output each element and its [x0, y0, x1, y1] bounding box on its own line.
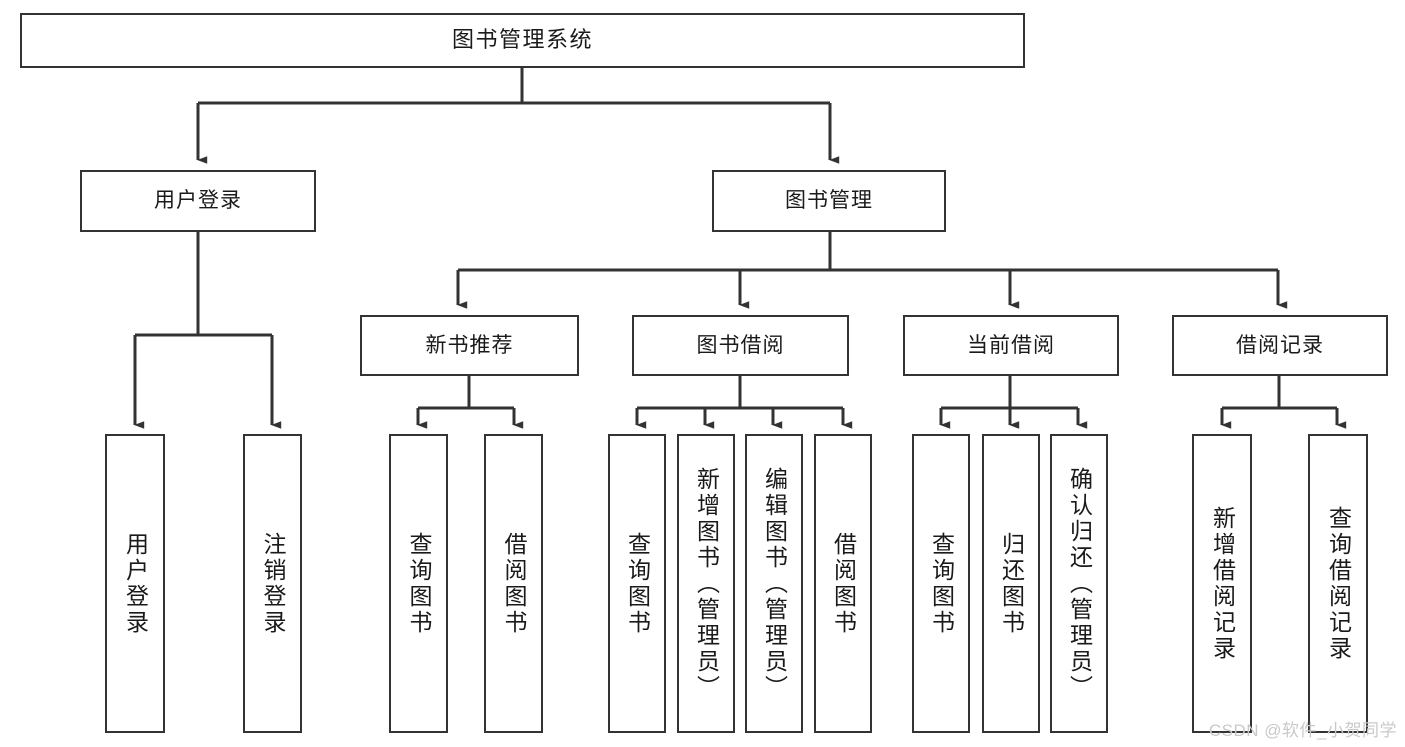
node-borrow-record[interactable]: 借阅记录 — [1172, 315, 1388, 376]
node-root-system[interactable]: 图书管理系统 — [20, 13, 1025, 68]
leaf-return-book[interactable]: 归还图书 — [982, 434, 1040, 733]
leaf-borrow-book-2[interactable]: 借阅图书 — [814, 434, 872, 733]
node-label: 新增借阅记录 — [1209, 505, 1236, 662]
watermark-text: CSDN @软件_小贺同学 — [1208, 721, 1397, 740]
node-label: 用户登录 — [122, 531, 149, 636]
leaf-query-book-3[interactable]: 查询图书 — [912, 434, 970, 733]
leaf-logout-login[interactable]: 注销登录 — [243, 434, 302, 733]
node-label: 借阅图书 — [501, 531, 527, 636]
node-label: 归还图书 — [998, 531, 1025, 636]
node-book-borrow[interactable]: 图书借阅 — [632, 315, 849, 376]
node-label: 新书推荐 — [425, 333, 514, 357]
leaf-borrow-book-1[interactable]: 借阅图书 — [484, 434, 543, 733]
leaf-add-record[interactable]: 新增借阅记录 — [1192, 434, 1252, 733]
node-current-borrow[interactable]: 当前借阅 — [903, 315, 1119, 376]
node-label: 图书借阅 — [696, 333, 785, 357]
node-label: 借阅记录 — [1236, 333, 1324, 357]
node-new-book-recommend[interactable]: 新书推荐 — [360, 315, 579, 376]
leaf-user-login[interactable]: 用户登录 — [105, 434, 165, 733]
node-label: 确认归还（管理员） — [1066, 466, 1093, 701]
node-label: 图书管理 — [785, 189, 873, 213]
node-label: 当前借阅 — [967, 333, 1055, 357]
node-book-management[interactable]: 图书管理 — [712, 170, 946, 232]
node-label: 查询图书 — [406, 531, 432, 636]
leaf-query-record[interactable]: 查询借阅记录 — [1308, 434, 1368, 733]
node-label: 用户登录 — [154, 189, 242, 213]
leaf-add-book[interactable]: 新增图书（管理员） — [677, 434, 735, 733]
node-user-login[interactable]: 用户登录 — [80, 170, 316, 232]
leaf-query-book-2[interactable]: 查询图书 — [608, 434, 666, 733]
node-label: 借阅图书 — [830, 531, 857, 636]
node-label: 编辑图书（管理员） — [761, 466, 788, 701]
node-label: 查询借阅记录 — [1325, 505, 1352, 662]
node-label: 查询图书 — [928, 531, 955, 636]
leaf-edit-book[interactable]: 编辑图书（管理员） — [745, 434, 803, 733]
node-label: 查询图书 — [624, 531, 651, 636]
node-label: 图书管理系统 — [451, 27, 593, 53]
leaf-confirm-return[interactable]: 确认归还（管理员） — [1050, 434, 1108, 733]
leaf-query-book-1[interactable]: 查询图书 — [389, 434, 448, 733]
node-label: 新增图书（管理员） — [693, 466, 720, 701]
node-label: 注销登录 — [260, 531, 286, 636]
